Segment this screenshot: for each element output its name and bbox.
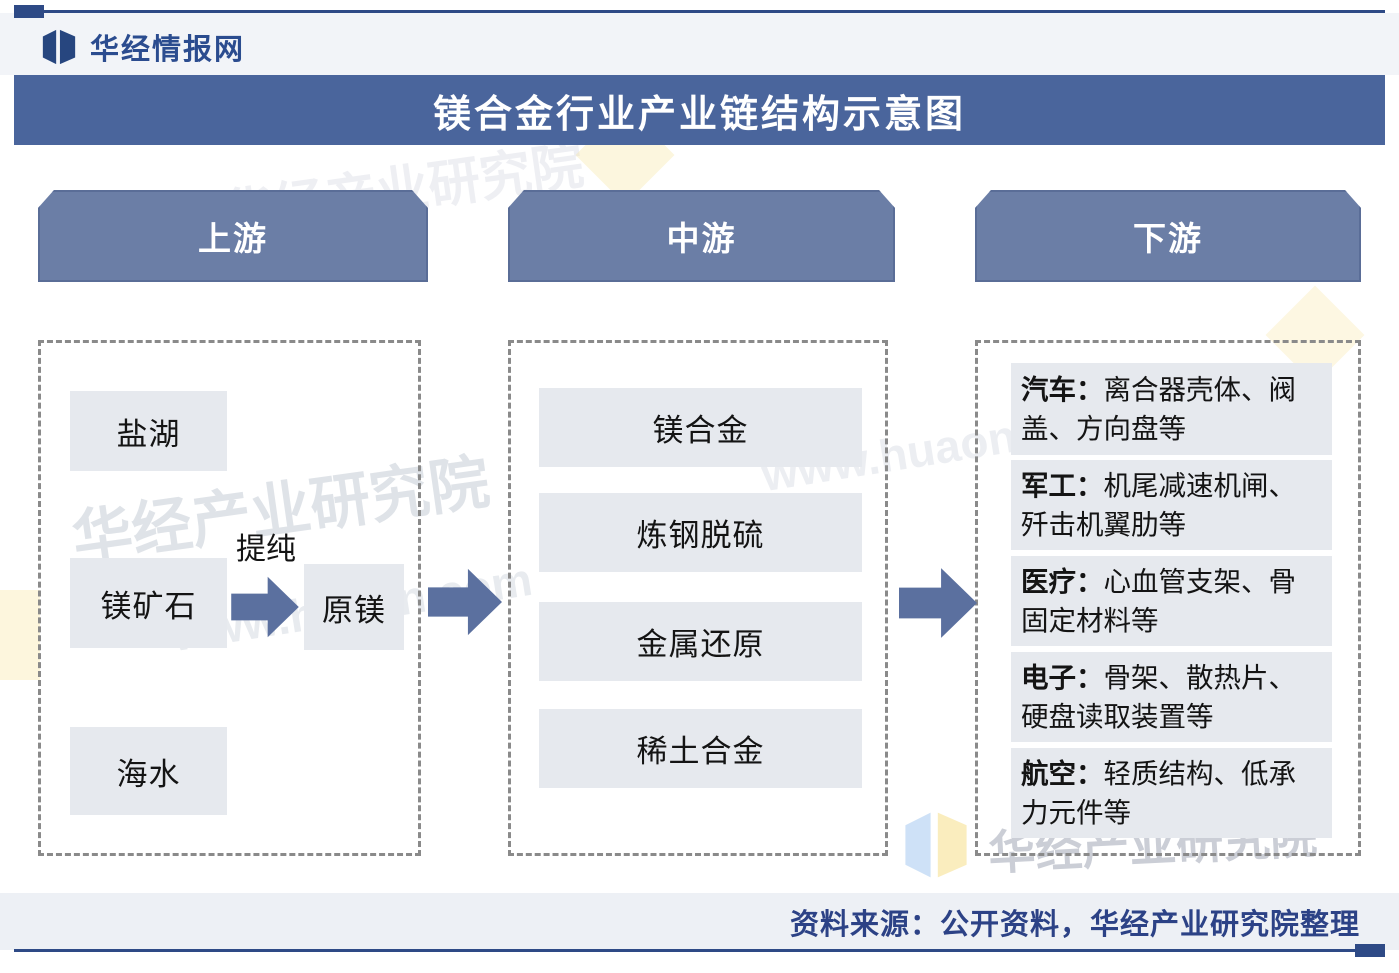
stage-header-downstream: 下游 xyxy=(975,190,1361,282)
node-steel-desulfur: 炼钢脱硫 xyxy=(539,493,862,572)
app-label: 医疗： xyxy=(1021,565,1104,597)
app-row-aviation: 航空：轻质结构、低承力元件等 xyxy=(1011,748,1332,838)
brand-row: 华经情报网 xyxy=(40,27,245,67)
rule-cap xyxy=(14,5,44,18)
process-label: 提纯 xyxy=(236,533,296,566)
app-row-automotive: 汽车：离合器壳体、阀盖、方向盘等 xyxy=(1011,363,1332,455)
app-desc: 骨架、散热片、硬盘读取装置等 xyxy=(1021,661,1296,732)
flow-arrow-mid-to-down-icon xyxy=(899,566,977,645)
watermark-diamond xyxy=(0,590,40,680)
node-magnesium-ore: 镁矿石 xyxy=(70,558,227,648)
brand-band xyxy=(0,13,1399,75)
node-seawater: 海水 xyxy=(70,727,227,815)
node-metal-reduction: 金属还原 xyxy=(539,602,862,681)
stage-header-upstream: 上游 xyxy=(38,190,428,282)
node-raw-magnesium: 原镁 xyxy=(304,564,404,650)
watermark-logo-icon xyxy=(900,800,972,895)
app-label: 航空： xyxy=(1021,757,1104,789)
stage-header-midstream: 中游 xyxy=(508,190,895,282)
app-label: 电子： xyxy=(1021,661,1104,693)
app-row-medical: 医疗：心血管支架、骨固定材料等 xyxy=(1011,556,1332,646)
node-magnesium-alloy: 镁合金 xyxy=(539,388,862,467)
app-desc: 离合器壳体、阀盖、方向盘等 xyxy=(1021,373,1296,444)
title-bar: 镁合金行业产业链结构示意图 xyxy=(14,75,1385,145)
purify-arrow-icon xyxy=(230,575,300,644)
flow-arrow-up-to-mid-icon xyxy=(428,566,502,643)
app-label: 汽车： xyxy=(1021,373,1104,405)
source-note: 资料来源：公开资料，华经产业研究院整理 xyxy=(789,908,1360,941)
bottom-rule xyxy=(14,944,1385,957)
top-rule xyxy=(14,5,1385,18)
downstream-container xyxy=(975,340,1361,856)
app-row-electronics: 电子：骨架、散热片、硬盘读取装置等 xyxy=(1011,652,1332,742)
app-desc: 机尾减速机闸、歼击机翼肋等 xyxy=(1021,469,1296,540)
huajing-logo-icon xyxy=(40,28,78,66)
footer-band: 资料来源：公开资料，华经产业研究院整理 xyxy=(0,893,1399,950)
app-label: 军工： xyxy=(1021,469,1104,501)
brand-name: 华经情报网 xyxy=(90,34,246,66)
app-row-military: 军工：机尾减速机闸、歼击机翼肋等 xyxy=(1011,460,1332,550)
node-rare-earth-alloy: 稀土合金 xyxy=(539,709,862,788)
app-desc: 轻质结构、低承力元件等 xyxy=(1021,757,1296,828)
midstream-container xyxy=(508,340,888,856)
page-title: 镁合金行业产业链结构示意图 xyxy=(432,93,966,136)
rule-cap xyxy=(1355,944,1385,957)
upstream-container xyxy=(38,340,421,856)
node-salt-lake: 盐湖 xyxy=(70,391,227,471)
app-desc: 心血管支架、骨固定材料等 xyxy=(1021,565,1296,636)
